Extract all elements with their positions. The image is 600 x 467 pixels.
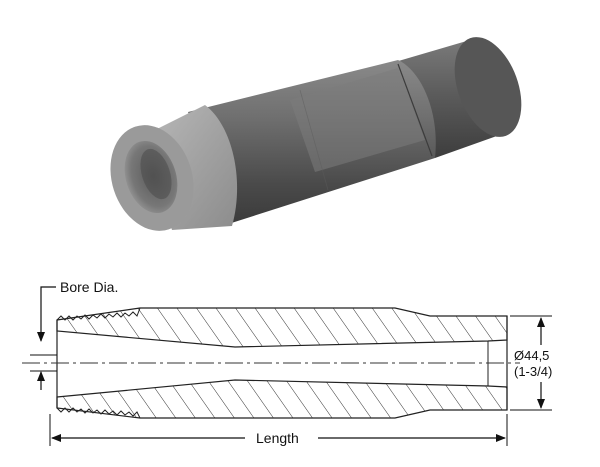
diameter-mm-label: Ø44,5	[514, 348, 549, 363]
thread-teeth-top	[56, 307, 141, 321]
part-3d-illustration	[110, 37, 522, 231]
thread-teeth-bottom	[56, 407, 141, 419]
bore-dia-label: Bore Dia.	[60, 279, 118, 295]
body-flat	[290, 68, 425, 172]
dimension-annotations: Bore Dia. Ø44,5 (1-3/4) Length	[30, 279, 552, 446]
lower-wall-section	[56, 379, 508, 419]
length-label: Length	[256, 430, 299, 446]
bore-dia-leader	[37, 286, 56, 342]
rear-end-cap	[454, 37, 522, 137]
cross-section-drawing	[22, 307, 520, 419]
diameter-inch-label: (1-3/4)	[514, 364, 552, 379]
